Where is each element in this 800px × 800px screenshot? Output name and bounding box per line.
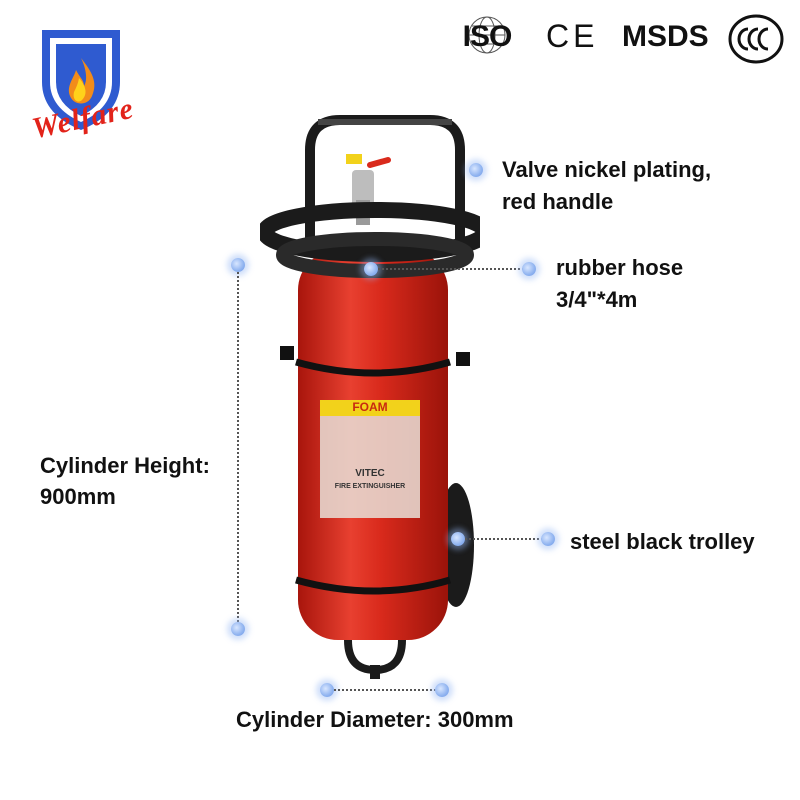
label-brand: VITEC bbox=[355, 468, 385, 479]
trolley-marker-left bbox=[451, 532, 465, 546]
ccc-icon bbox=[728, 14, 784, 64]
trolley-label: steel black trolley bbox=[570, 529, 755, 554]
height-marker-top bbox=[231, 258, 245, 272]
shield-flame-icon bbox=[42, 30, 120, 130]
label-subline: FIRE EXTINGUISHER bbox=[334, 483, 406, 490]
label-headline: FOAM bbox=[352, 400, 388, 414]
diameter-dimension-line bbox=[334, 689, 436, 691]
height-label-line1: Cylinder Height: bbox=[40, 453, 210, 478]
valve-marker bbox=[469, 163, 483, 177]
hose-label-line1: rubber hose bbox=[556, 255, 684, 280]
diameter-marker-right bbox=[435, 683, 449, 697]
ccc-mark bbox=[728, 14, 784, 64]
height-dimension-line bbox=[237, 272, 239, 622]
trolley-leader-line bbox=[465, 538, 543, 540]
brand-logo: Welfare bbox=[22, 22, 140, 162]
msds-mark: MSDS bbox=[622, 20, 709, 53]
globe-icon bbox=[468, 16, 506, 54]
valve-label-line1: Valve nickel plating, bbox=[502, 157, 712, 182]
height-label-line2: 900mm bbox=[40, 484, 116, 509]
hose-marker-right bbox=[522, 262, 536, 276]
height-marker-bottom bbox=[231, 622, 245, 636]
hose-leader-line bbox=[378, 268, 524, 270]
valve-label-line2: red handle bbox=[502, 189, 614, 214]
hose-marker-left bbox=[364, 262, 378, 276]
hose-label-line2: 3/4"*4m bbox=[556, 287, 638, 312]
product-image: FOAM VITEC FIRE EXTINGUISHER bbox=[257, 110, 493, 690]
ce-mark: CE bbox=[546, 18, 599, 54]
diameter-label: Cylinder Diameter: 300mm bbox=[236, 707, 514, 732]
trolley-marker-right bbox=[541, 532, 555, 546]
iso-mark: ISO bbox=[456, 14, 518, 56]
diameter-marker-left bbox=[320, 683, 334, 697]
